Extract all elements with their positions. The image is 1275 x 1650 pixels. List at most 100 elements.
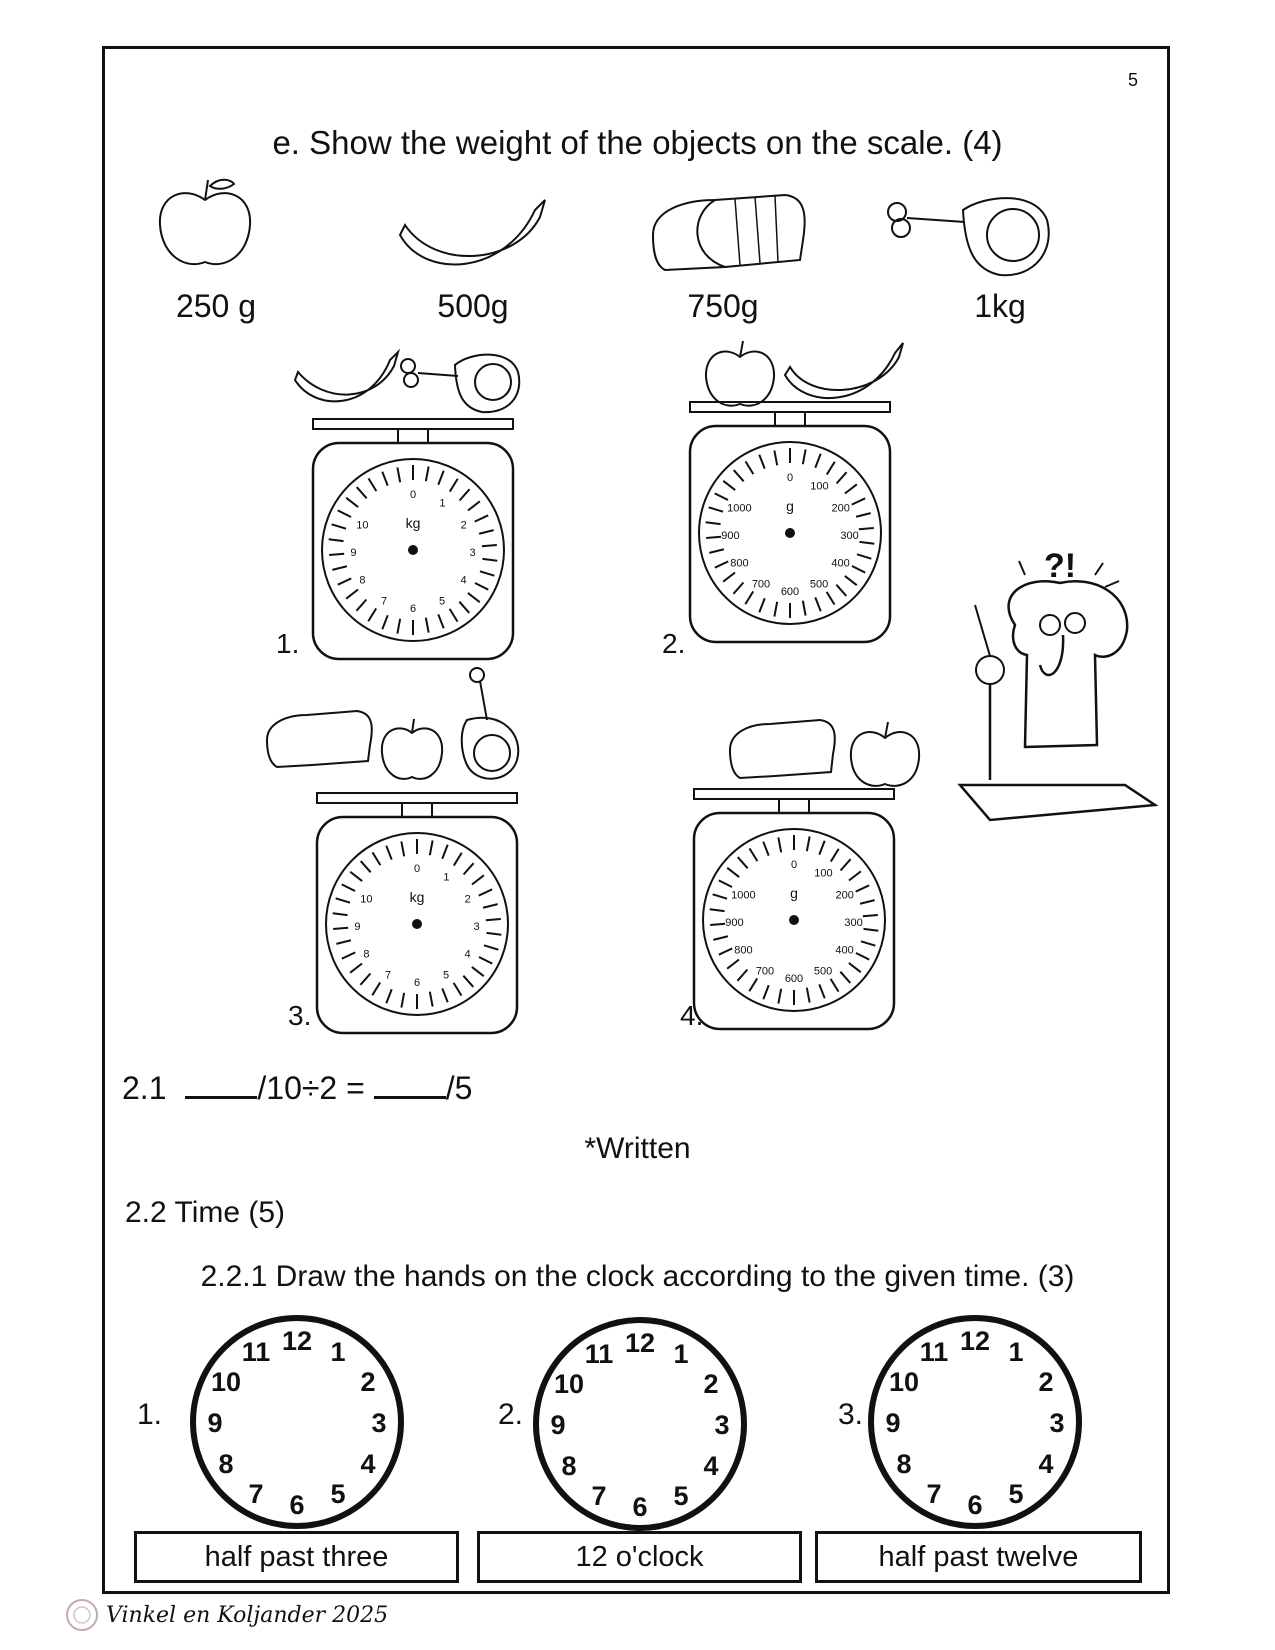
svg-text:800: 800 (734, 945, 752, 957)
svg-text:300: 300 (844, 917, 862, 929)
time-section-title: 2.2 Time (5) (125, 1196, 286, 1229)
bread-weight: 750g (687, 288, 759, 324)
svg-text:8: 8 (896, 1449, 911, 1479)
svg-text:kg: kg (410, 889, 425, 905)
svg-text:600: 600 (785, 973, 803, 985)
scale-1-number: 1. (276, 628, 300, 659)
svg-text:11: 11 (920, 1337, 949, 1367)
svg-text:200: 200 (832, 503, 850, 515)
svg-text:g: g (790, 885, 798, 901)
svg-text:100: 100 (810, 481, 828, 493)
svg-text:1000: 1000 (727, 503, 751, 515)
svg-text:0: 0 (787, 472, 793, 484)
svg-text:600: 600 (781, 586, 799, 598)
footer-credit: Vinkel en Koljander 2025 (106, 1603, 389, 1628)
svg-text:1: 1 (439, 498, 445, 510)
svg-text:5: 5 (330, 1479, 345, 1509)
answer-blank-1[interactable] (185, 1096, 258, 1099)
svg-text:6: 6 (632, 1492, 647, 1522)
scale-2-number: 2. (662, 628, 686, 659)
svg-text:100: 100 (814, 868, 832, 880)
question-heading: e. Show the weight of the objects on the… (272, 124, 1003, 161)
svg-text:2: 2 (1038, 1367, 1053, 1397)
ham-weight: 1kg (974, 288, 1026, 324)
svg-text:2: 2 (703, 1369, 718, 1399)
svg-text:kg: kg (406, 515, 421, 531)
svg-text:1: 1 (443, 872, 449, 884)
page-frame (102, 46, 1170, 1594)
svg-text:10: 10 (360, 894, 372, 906)
svg-text:4: 4 (1038, 1449, 1053, 1479)
clock-instruction: 2.2.1 Draw the hands on the clock accord… (200, 1260, 1075, 1293)
svg-text:7: 7 (591, 1481, 606, 1511)
svg-text:4: 4 (360, 1449, 375, 1479)
written-note: *Written (584, 1132, 691, 1165)
svg-text:3: 3 (714, 1410, 729, 1440)
clock-3-number: 3. (838, 1398, 864, 1431)
svg-text:500: 500 (814, 966, 832, 978)
banana-weight: 500g (437, 288, 509, 324)
svg-text:800: 800 (730, 558, 748, 570)
svg-text:5: 5 (443, 970, 449, 982)
apple-icon (158, 178, 252, 266)
svg-text:9: 9 (550, 1410, 565, 1440)
svg-text:200: 200 (836, 890, 854, 902)
elephant-on-scale-icon: ?! (957, 547, 1159, 822)
apple-weight: 250 g (175, 288, 257, 324)
svg-text:300: 300 (840, 530, 858, 542)
svg-text:1: 1 (673, 1339, 688, 1369)
scale-3-number: 3. (288, 1000, 312, 1031)
svg-text:7: 7 (385, 970, 391, 982)
svg-text:2: 2 (461, 520, 467, 532)
svg-text:10: 10 (356, 520, 368, 532)
time-label-2: 12 o'clock (575, 1540, 704, 1573)
svg-text:10: 10 (554, 1369, 584, 1399)
scale-4-items-icon (728, 718, 921, 787)
svg-text:1: 1 (330, 1337, 345, 1367)
time-label-1: half past three (204, 1540, 389, 1573)
svg-text:700: 700 (752, 579, 770, 591)
clock-2-number: 2. (498, 1398, 524, 1431)
svg-text:4: 4 (703, 1451, 718, 1481)
scale-3-items-icon (265, 667, 520, 780)
svg-text:400: 400 (831, 558, 849, 570)
svg-text:8: 8 (363, 949, 369, 961)
bread-icon (651, 193, 806, 272)
ham-icon (887, 197, 1050, 277)
svg-text:5: 5 (439, 596, 445, 608)
svg-text:8: 8 (561, 1451, 576, 1481)
svg-text:0: 0 (410, 489, 416, 501)
svg-text:4: 4 (465, 949, 471, 961)
svg-text:11: 11 (585, 1339, 614, 1369)
page-number: 5 (1128, 70, 1139, 90)
svg-text:7: 7 (926, 1479, 941, 1509)
scale-1-items-icon (293, 348, 521, 414)
scale-2-items-icon (704, 340, 904, 407)
svg-text:8: 8 (359, 575, 365, 587)
svg-text:3: 3 (371, 1408, 386, 1438)
svg-text:9: 9 (885, 1408, 900, 1438)
svg-text:6: 6 (410, 603, 416, 615)
equation-row: 2.1 /10÷2 = /5 (122, 1070, 472, 1107)
svg-text:3: 3 (474, 921, 480, 933)
svg-text:500: 500 (810, 579, 828, 591)
svg-text:12: 12 (282, 1326, 312, 1356)
time-box-3: half past twelve (815, 1531, 1142, 1583)
banana-icon (398, 199, 546, 266)
svg-text:700: 700 (756, 966, 774, 978)
svg-text:9: 9 (207, 1408, 222, 1438)
answer-blank-2[interactable] (373, 1096, 446, 1099)
svg-text:11: 11 (242, 1337, 271, 1367)
svg-text:?!: ?! (1044, 547, 1076, 585)
time-box-1: half past three (134, 1531, 459, 1583)
svg-text:400: 400 (835, 945, 853, 957)
svg-text:9: 9 (354, 921, 360, 933)
svg-text:3: 3 (1049, 1408, 1064, 1438)
svg-text:7: 7 (248, 1479, 263, 1509)
